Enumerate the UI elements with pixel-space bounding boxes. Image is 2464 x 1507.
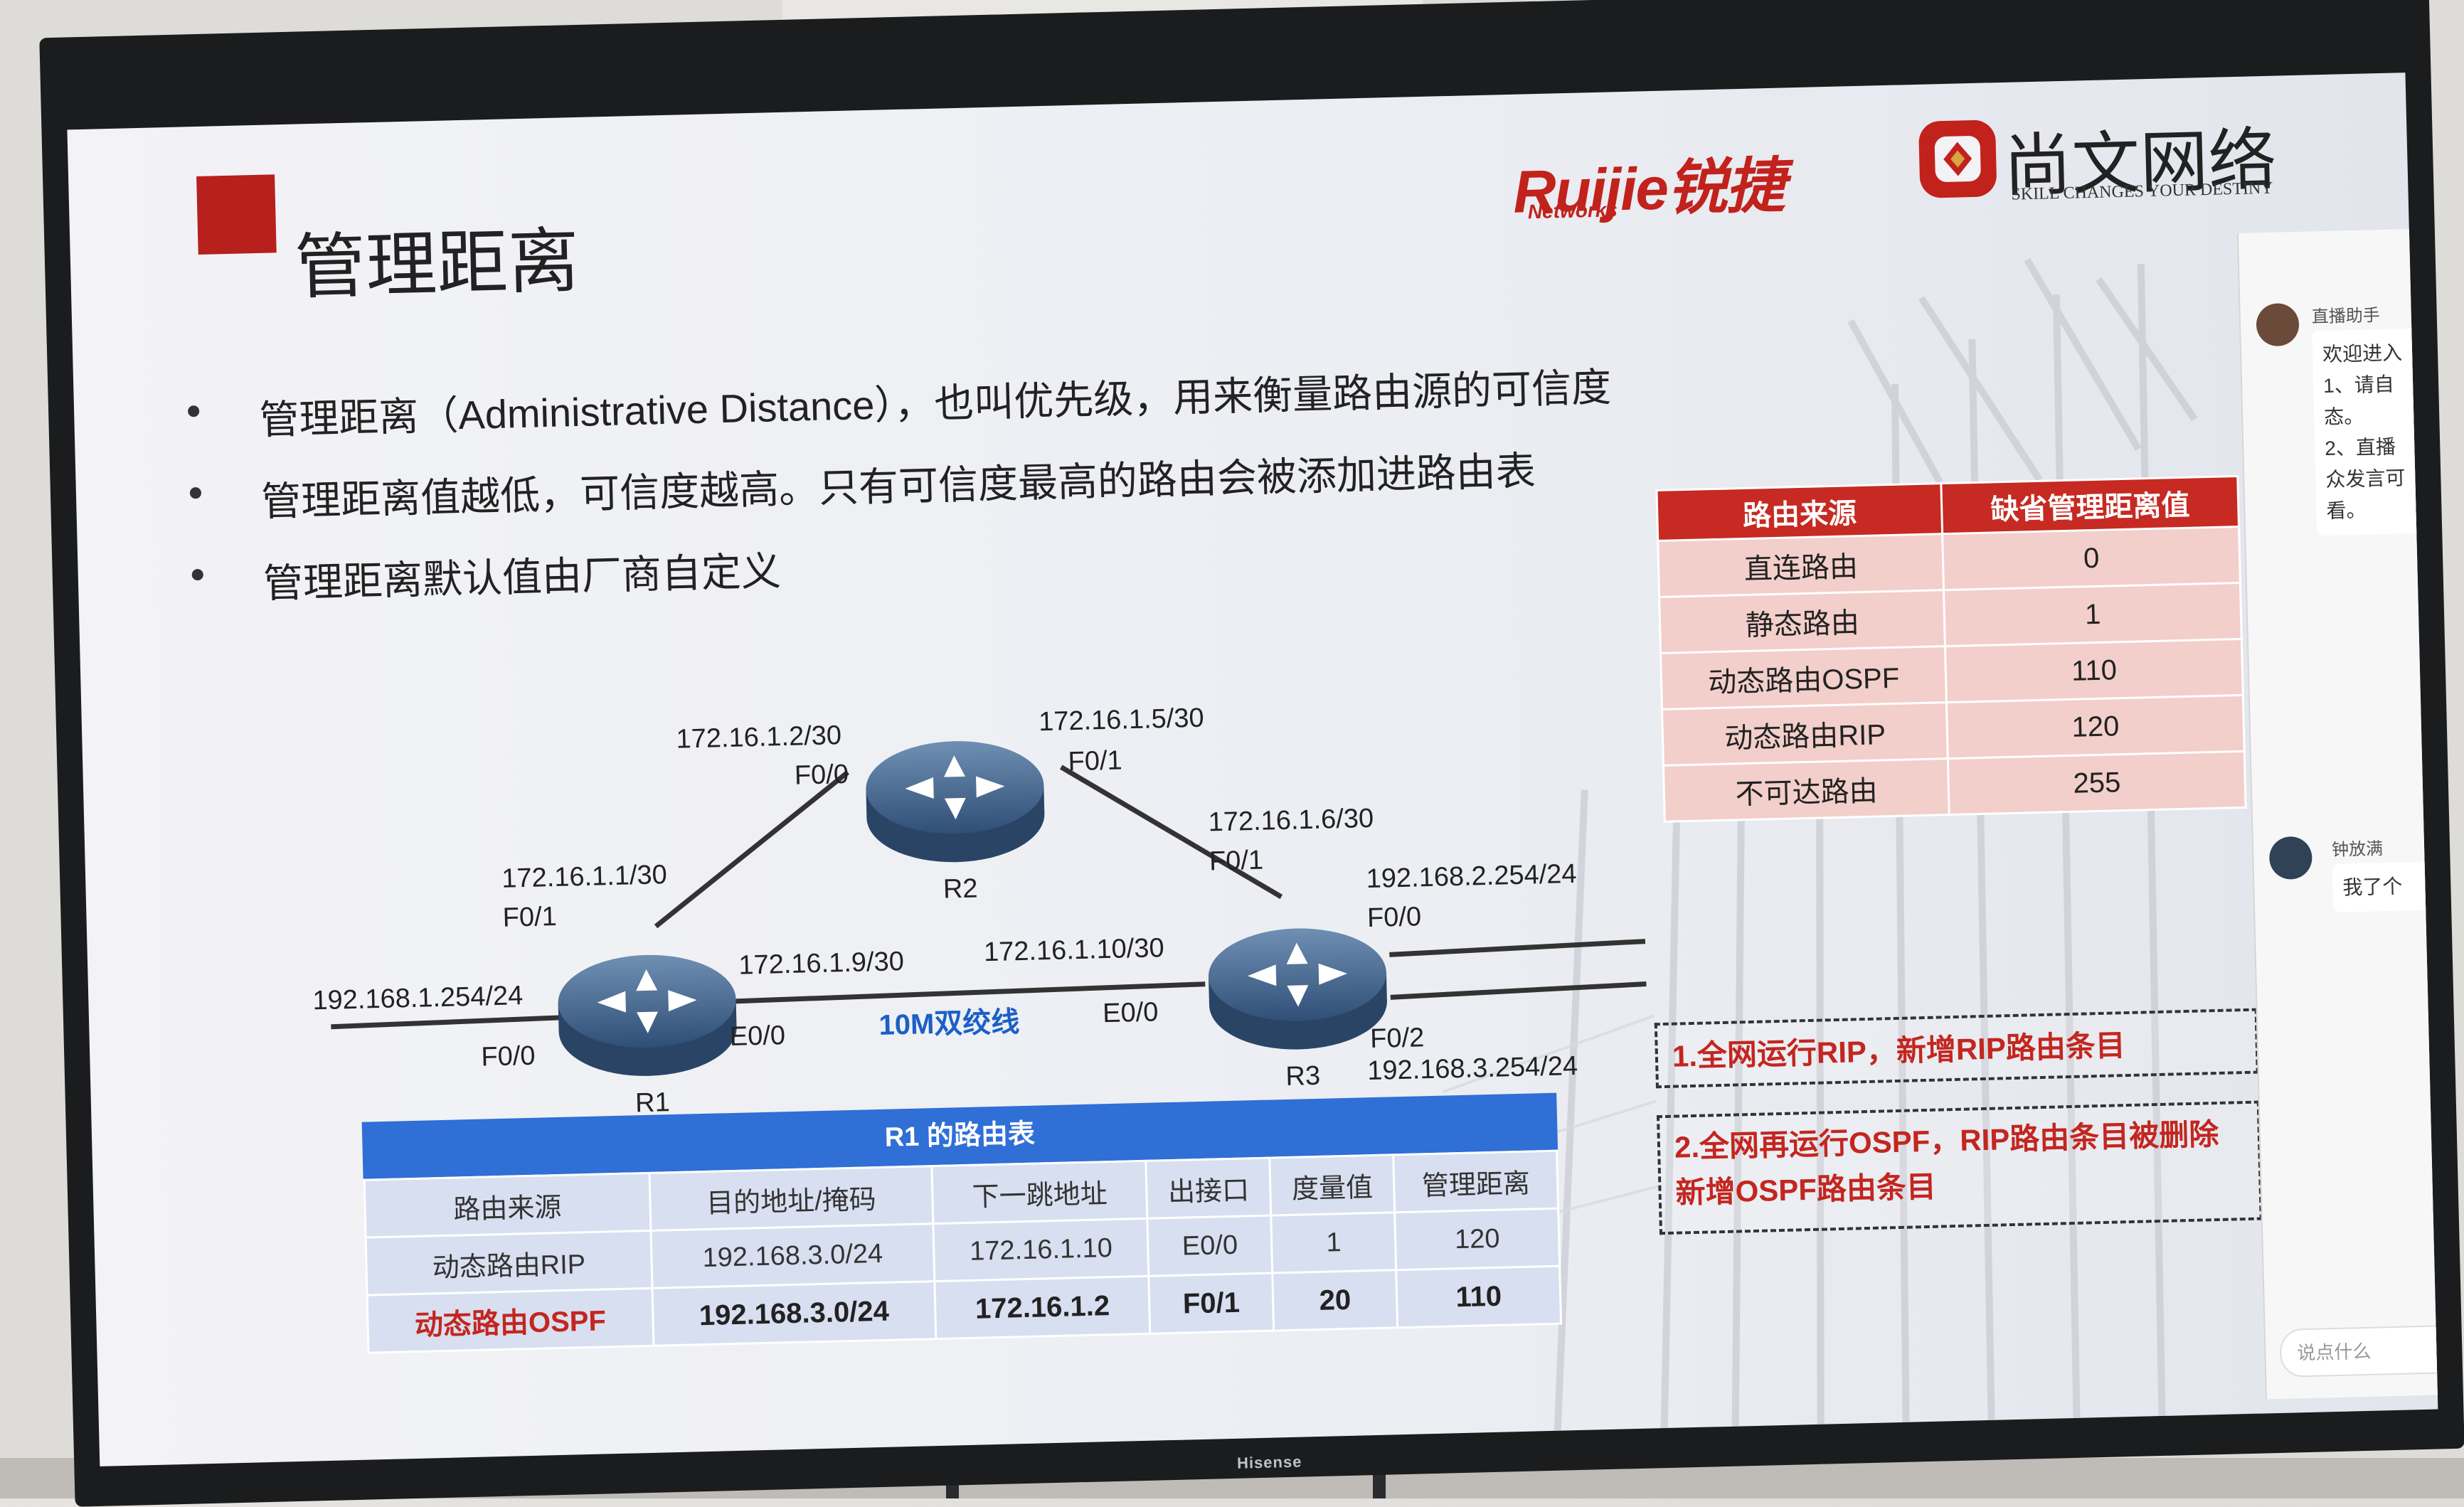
tv-frame: 管理距离 Ruijie锐捷 Networks 尚文网络 SKILL CHANGE… bbox=[39, 0, 2464, 1507]
r2-left-ip: 172.16.1.2/30 bbox=[676, 720, 841, 755]
column-header: 缺省管理距离值 bbox=[1941, 476, 2239, 534]
table-cell: 192.168.3.0/24 bbox=[652, 1281, 937, 1346]
note-box-2: 2.全网再运行OSPF，RIP路由条目被删除 新增OSPF路由条目 bbox=[1656, 1100, 2263, 1235]
admin-distance-table: 路由来源 缺省管理距离值 直连路由 0 静态路由 1 动态路由OSPF 110 bbox=[1655, 475, 2246, 823]
r3-top-ip: 172.16.1.6/30 bbox=[1208, 804, 1374, 838]
table-cell: 动态路由OSPF bbox=[1660, 646, 1947, 710]
avatar bbox=[2256, 302, 2300, 347]
table-cell: 110 bbox=[1945, 639, 2243, 703]
chat-message: 欢迎进入 1、请自 态。 2、直播 众发言可 看。 bbox=[2312, 328, 2430, 536]
table-cell: 20 bbox=[1272, 1269, 1398, 1331]
r1-top-if: F0/1 bbox=[502, 902, 557, 933]
link-r3-f02 bbox=[1390, 981, 1647, 1000]
link-type-label: 10M双绞线 bbox=[878, 1006, 1020, 1041]
r2-right-if: F0/1 bbox=[1068, 745, 1122, 777]
table-cell: E0/0 bbox=[1147, 1215, 1273, 1277]
chat-message: 我了个 bbox=[2332, 861, 2438, 912]
router-label-r1: R1 bbox=[635, 1087, 671, 1118]
column-header: 度量值 bbox=[1270, 1154, 1395, 1216]
r3-top-if: F0/1 bbox=[1209, 846, 1264, 877]
table-cell: 直连路由 bbox=[1657, 533, 1944, 597]
table-cell: 255 bbox=[1948, 751, 2246, 815]
table-cell: 1 bbox=[1943, 582, 2242, 646]
r3-f02-ip: 192.168.3.254/24 bbox=[1367, 1051, 1578, 1086]
column-header: 出接口 bbox=[1145, 1158, 1271, 1219]
link-r2-r3 bbox=[1059, 765, 1283, 900]
table-cell: 1 bbox=[1270, 1212, 1396, 1274]
chat-message-line: 众发言可 bbox=[2325, 467, 2406, 491]
table-cell: 192.168.3.0/24 bbox=[650, 1223, 935, 1289]
r3-left-if: E0/0 bbox=[1103, 997, 1159, 1028]
link-r1-lan bbox=[331, 1015, 563, 1030]
note-text: 1.全网运行RIP，新增RIP路由条目 bbox=[1672, 1028, 2126, 1073]
avatar bbox=[2268, 836, 2313, 880]
column-header: 管理距离 bbox=[1393, 1151, 1558, 1213]
r2-right-ip: 172.16.1.5/30 bbox=[1039, 703, 1204, 737]
column-header: 下一跳地址 bbox=[932, 1161, 1147, 1224]
r1-right-if: E0/0 bbox=[729, 1021, 785, 1052]
chat-input[interactable]: 说点什么 bbox=[2279, 1324, 2438, 1378]
table-cell: 静态路由 bbox=[1659, 590, 1945, 654]
router-icon bbox=[1208, 928, 1387, 1050]
live-chat-panel[interactable]: 直播助手 欢迎进入 1、请自 态。 2、直播 众发言可 看。 钟放满 我了个 说… bbox=[2236, 228, 2438, 1400]
chat-message-line: 看。 bbox=[2326, 499, 2367, 522]
table-cell: 不可达路由 bbox=[1663, 758, 1950, 822]
column-header: 路由来源 bbox=[1656, 483, 1943, 541]
r3-f00-if: F0/0 bbox=[1367, 902, 1422, 933]
r1-top-ip: 172.16.1.1/30 bbox=[501, 860, 667, 894]
shangwen-logo-icon bbox=[1918, 119, 1997, 198]
router-label-r2: R2 bbox=[942, 873, 978, 904]
r1-left-if: F0/0 bbox=[481, 1041, 536, 1072]
chat-message-line: 2、直播 bbox=[2324, 435, 2396, 460]
link-r1-r3 bbox=[732, 981, 1206, 1004]
r1-right-ip: 172.16.1.9/30 bbox=[738, 947, 904, 981]
table-cell: 动态路由RIP bbox=[1662, 702, 1948, 766]
router-icon bbox=[866, 741, 1045, 863]
table-cell: 120 bbox=[1394, 1208, 1560, 1270]
chat-message-line: 态。 bbox=[2323, 405, 2364, 429]
table-cell: 动态路由RIP bbox=[366, 1230, 652, 1296]
column-header: 路由来源 bbox=[364, 1173, 651, 1238]
table-cell: 110 bbox=[1396, 1266, 1561, 1328]
router-label-r3: R3 bbox=[1285, 1061, 1321, 1092]
r3-left-ip: 172.16.1.10/30 bbox=[984, 933, 1165, 967]
table-cell: 0 bbox=[1942, 526, 2241, 590]
chat-message-line: 欢迎进入 bbox=[2322, 341, 2403, 366]
chat-message-line: 1、请自 bbox=[2322, 373, 2395, 398]
table-cell: 动态路由OSPF bbox=[367, 1288, 654, 1353]
tv-stand-right bbox=[1373, 1472, 1386, 1498]
link-r1-r2 bbox=[654, 770, 850, 929]
table-cell: 172.16.1.10 bbox=[933, 1218, 1149, 1282]
router-icon bbox=[558, 954, 737, 1076]
r1-left-ip: 192.168.1.254/24 bbox=[312, 981, 524, 1016]
network-topology-diagram: R1 R2 R3 172.16.1.2/30 F0/0 172.16.1.5/3… bbox=[312, 703, 1647, 1118]
chat-username: 直播助手 bbox=[2311, 306, 2381, 327]
slide-screen: 管理距离 Ruijie锐捷 Networks 尚文网络 SKILL CHANGE… bbox=[67, 73, 2438, 1466]
table-cell: 172.16.1.2 bbox=[935, 1276, 1150, 1339]
r3-f02-if: F0/2 bbox=[1370, 1023, 1425, 1054]
r1-route-table: 路由来源 目的地址/掩码 下一跳地址 出接口 度量值 管理距离 动态路由RIP … bbox=[363, 1150, 1563, 1354]
table-cell: F0/1 bbox=[1148, 1273, 1274, 1334]
column-header: 目的地址/掩码 bbox=[649, 1166, 934, 1231]
r2-left-if: F0/0 bbox=[794, 760, 849, 791]
chat-username: 钟放满 bbox=[2331, 839, 2384, 860]
table-cell: 120 bbox=[1946, 695, 2245, 759]
r3-f00-ip: 192.168.2.254/24 bbox=[1366, 859, 1577, 894]
link-r3-f00 bbox=[1389, 939, 1646, 957]
